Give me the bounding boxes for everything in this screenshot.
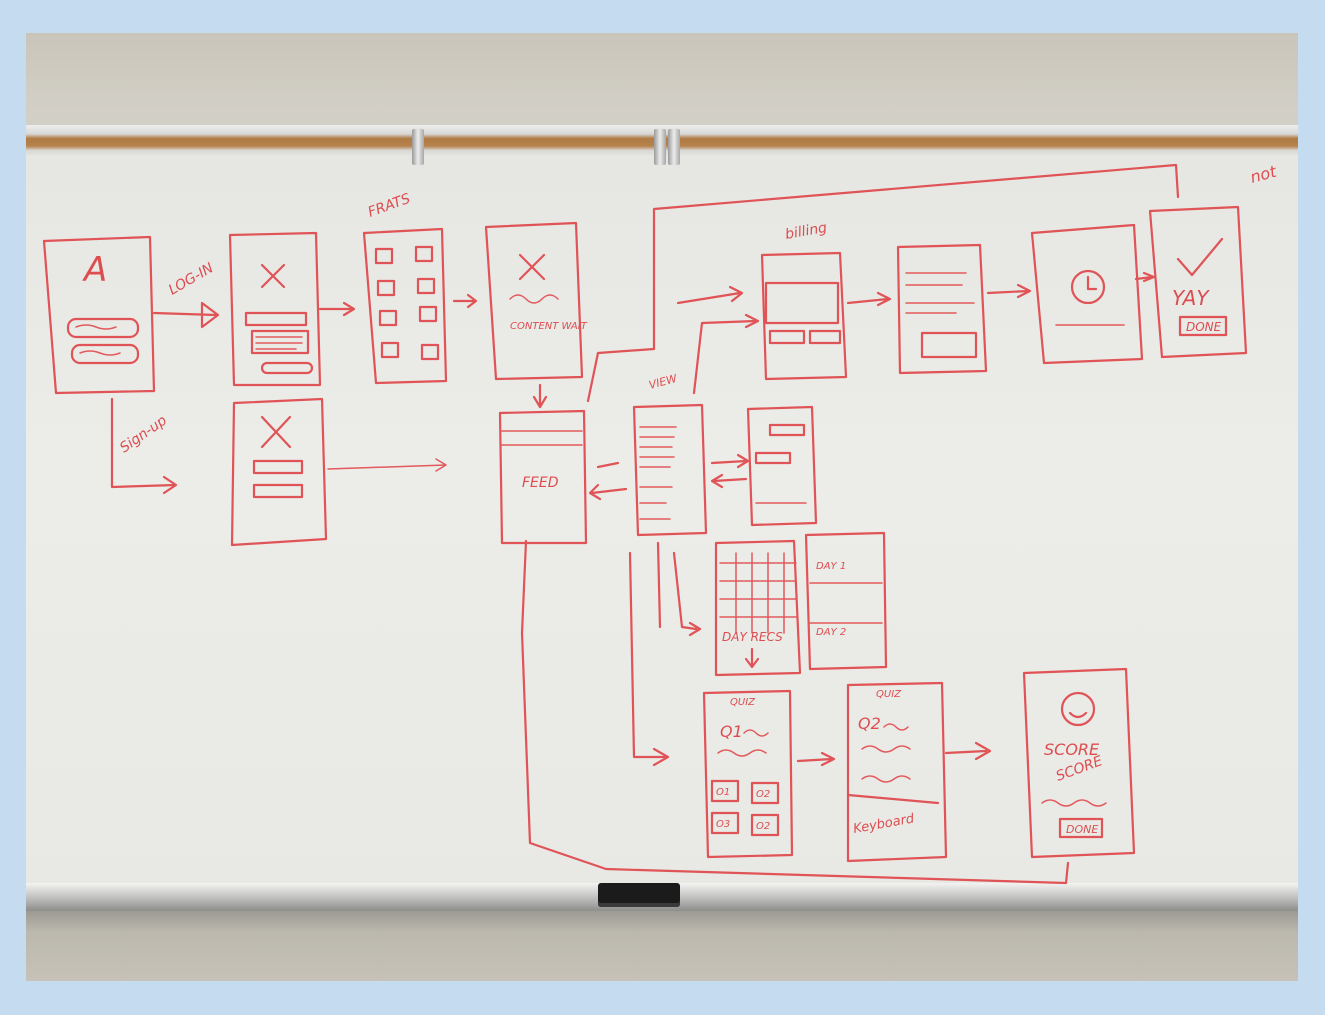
app-letter: A: [82, 250, 107, 290]
opt-2: O2: [756, 789, 770, 800]
signup-label: Sign-up: [117, 413, 170, 457]
screen-billing: billing: [760, 220, 848, 381]
quiz2-label: QUIZ: [876, 689, 902, 700]
q2-label: Q2: [858, 714, 881, 733]
screen-frats: FRATS: [362, 191, 448, 385]
screen-signup: [230, 397, 328, 547]
screen-quiz1: QUIZ Q1 O1 O2 O3 O2: [702, 689, 794, 859]
login-label: LOG-IN: [166, 260, 217, 299]
eraser: [598, 883, 680, 907]
screen-confirm: [1030, 223, 1144, 365]
screen-launch: A: [42, 235, 156, 395]
content-wait-label: CONTENT WAIT: [510, 321, 588, 332]
keyboard-label: Keyboard: [852, 811, 916, 837]
whiteboard-photo: A LOG-IN Sign-up: [26, 33, 1298, 981]
rail-clip: [668, 129, 680, 165]
not-label: not: [1248, 162, 1279, 187]
screen-view: VIEW: [632, 372, 708, 537]
opt-4: O2: [756, 821, 770, 832]
screen-day-recs: DAY RECS: [714, 539, 802, 677]
opt-1: O1: [716, 787, 730, 798]
day1-label: DAY 1: [816, 561, 846, 572]
screen-feed: FEED: [498, 409, 588, 545]
screen-days: DAY 1 DAY 2: [804, 531, 888, 671]
frats-label: FRATS: [366, 191, 413, 221]
done2-label: DONE: [1066, 823, 1098, 836]
rail-clip: [654, 129, 666, 165]
feed-label: FEED: [522, 475, 559, 491]
view-label: VIEW: [647, 372, 679, 392]
screen-quiz2: QUIZ Q2 Keyboard: [846, 681, 948, 863]
screen-content-wait: CONTENT WAIT: [484, 221, 588, 381]
rail-clip: [412, 129, 424, 165]
billing-label: billing: [784, 220, 828, 243]
wall: [26, 911, 1298, 981]
q1-label: Q1: [720, 722, 743, 741]
screen-details: [896, 243, 988, 375]
screen-score: SCORE SCORE DONE: [1022, 667, 1136, 859]
day-recs-label: DAY RECS: [722, 630, 783, 644]
wireframe-sketch: A LOG-IN Sign-up: [42, 162, 1279, 885]
quiz-label: QUIZ: [730, 697, 756, 708]
screen-login: [228, 231, 322, 387]
screen-yay: YAY DONE: [1148, 205, 1248, 359]
opt-3: O3: [716, 819, 730, 830]
day2-label: DAY 2: [816, 627, 846, 638]
yay-label: YAY: [1172, 286, 1210, 310]
done-label: DONE: [1186, 320, 1222, 334]
score-label: SCORE: [1044, 740, 1100, 759]
screen-profile: [746, 405, 818, 527]
